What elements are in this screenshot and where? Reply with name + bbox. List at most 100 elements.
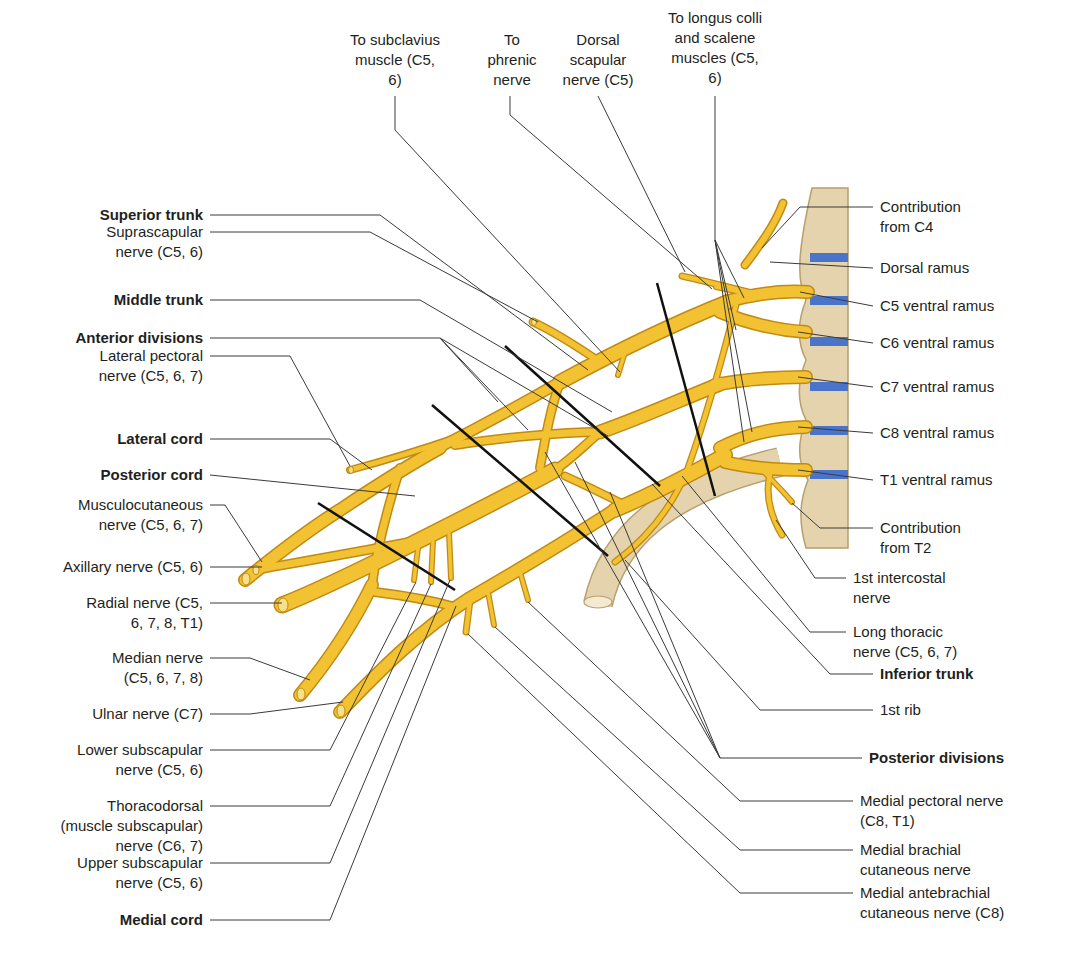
part-label: To phrenic nerve	[481, 30, 543, 90]
nerve	[375, 592, 455, 607]
nerve	[488, 592, 494, 625]
nerve	[488, 592, 494, 625]
nerve	[725, 462, 806, 470]
divider-line	[318, 503, 455, 590]
nerve-end	[297, 688, 305, 700]
leader-line	[610, 492, 720, 758]
nerve	[245, 448, 440, 580]
leader-line	[715, 240, 752, 432]
leader-line	[652, 484, 873, 674]
nerve	[372, 468, 400, 585]
part-label: To subclavius muscle (C5, 6)	[348, 30, 442, 90]
part-label: Lateral pectoral nerve (C5, 6, 7)	[73, 346, 203, 386]
part-label: To longus colli and scalene muscles (C5,…	[665, 8, 765, 88]
nerve	[715, 377, 806, 385]
nerve	[720, 427, 806, 448]
part-label: Medial brachial cutaneous nerve	[860, 840, 990, 880]
leader-line	[468, 634, 853, 893]
nerve-end	[242, 573, 250, 585]
nerve	[715, 377, 806, 385]
leader-line	[545, 452, 862, 758]
leader-line	[210, 658, 310, 680]
part-label: Dorsal scapular nerve (C5)	[558, 30, 638, 90]
nerve-end	[337, 705, 345, 717]
part-label: Contribution from C4	[880, 197, 990, 237]
region-label: Inferior trunk	[880, 664, 1070, 684]
leader-line	[495, 627, 853, 850]
nerve-outline	[245, 203, 808, 712]
nerve	[300, 585, 372, 695]
leader-line	[210, 580, 450, 863]
nerve	[560, 302, 728, 382]
part-label: Dorsal ramus	[880, 258, 1070, 278]
divider-line	[657, 283, 715, 496]
leader-line	[440, 338, 528, 430]
nerve	[540, 382, 560, 468]
leader-line	[798, 427, 873, 433]
nerve	[565, 476, 625, 505]
leader-line	[440, 338, 608, 436]
leader-line	[210, 567, 262, 568]
region-divider	[318, 283, 715, 590]
part-label: T1 ventral ramus	[880, 470, 1070, 490]
region-label: Anterior divisions	[3, 328, 203, 348]
nerve	[682, 276, 752, 293]
region-label: Posterior divisions	[869, 748, 1069, 768]
part-label: Medial pectoral nerve (C8, T1)	[860, 791, 1010, 831]
nerve	[520, 572, 528, 600]
part-label: C6 ventral ramus	[880, 333, 1070, 353]
nerve	[720, 427, 806, 448]
nerve	[716, 287, 740, 292]
leader-line	[800, 292, 873, 306]
region-label: Middle trunk	[3, 290, 203, 310]
leader-line	[210, 584, 431, 806]
nerve	[682, 276, 752, 293]
nerve	[533, 322, 600, 362]
part-label: Upper subscapular nerve (C5, 6)	[63, 853, 203, 893]
nerve	[615, 305, 736, 562]
part-label: C7 ventral ramus	[880, 377, 1070, 397]
part-label: 1st rib	[880, 700, 1070, 720]
leader-line	[210, 232, 538, 322]
leader-line	[510, 96, 712, 289]
leader-line	[210, 439, 372, 470]
nerve-end	[349, 467, 354, 474]
leader-line	[798, 470, 873, 480]
leader-line	[798, 377, 873, 387]
region-label: Posterior cord	[3, 465, 203, 485]
leader-line	[715, 240, 744, 442]
nerve-end	[278, 598, 288, 612]
part-label: Long thoracic nerve (C5, 6, 7)	[853, 622, 983, 662]
leader-line	[776, 520, 846, 578]
leader-line	[395, 96, 620, 372]
leader-line	[210, 606, 456, 920]
part-label: Radial nerve (C5, 6, 7, 8, T1)	[73, 593, 203, 633]
part-label: Lower subscapular nerve (C5, 6)	[55, 740, 203, 780]
vertebral-column	[799, 188, 848, 548]
nerve	[300, 585, 372, 695]
nerve	[555, 432, 600, 470]
part-label: Median nerve (C5, 6, 7, 8)	[91, 648, 203, 688]
leader-lines	[210, 96, 873, 920]
divider-line	[432, 405, 608, 556]
rib-cut-end	[584, 596, 612, 608]
leader-line	[210, 702, 343, 714]
part-label: C5 ventral ramus	[880, 296, 1070, 316]
nerve	[533, 322, 600, 362]
nerve	[449, 533, 451, 578]
leader-line	[762, 207, 873, 248]
vertebra-body	[799, 188, 848, 548]
region-label: Medial cord	[3, 910, 203, 930]
nerve	[725, 462, 806, 470]
part-label: Medial antebrachial cutaneous nerve (C8)	[860, 883, 1025, 923]
nerve	[555, 432, 600, 470]
part-label: Suprascapular nerve (C5, 6)	[83, 222, 203, 262]
nerve	[520, 572, 528, 600]
leader-line	[210, 582, 416, 750]
nerve	[255, 538, 430, 570]
part-label: Thoracodorsal (muscle subscapular) nerve…	[55, 796, 203, 856]
part-label: Contribution from T2	[880, 518, 990, 558]
leader-line	[210, 603, 282, 604]
nerve	[375, 592, 455, 607]
nerve	[565, 476, 625, 505]
